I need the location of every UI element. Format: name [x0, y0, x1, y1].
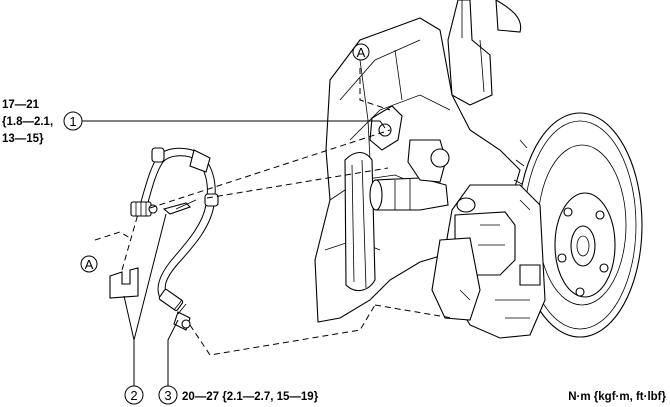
- view-marker-lower: A: [80, 255, 98, 273]
- torque-spec-1: 17—21 {1.8—2.1, 13—15}: [2, 99, 53, 145]
- installation-dashed-lines: [94, 68, 453, 356]
- torque-spec-1-line1: 17—21: [2, 99, 40, 111]
- svg-text:2: 2: [130, 388, 137, 403]
- torque-units: N·m {kgf·m, ft·lbf}: [568, 391, 666, 403]
- torque-spec-1-line3: 13—15}: [2, 133, 44, 145]
- hose-sleeve-upper: [151, 147, 165, 163]
- hose-grommet: [189, 149, 211, 173]
- brake-caliper: [431, 184, 546, 339]
- svg-text:1: 1: [69, 114, 76, 129]
- torque-spec-3: 20—27 {2.1—2.7, 15—19}: [182, 391, 319, 403]
- hose-upper-fitting: [130, 201, 158, 217]
- callout-3: 3: [158, 319, 179, 405]
- view-marker-upper: A: [352, 43, 370, 61]
- brake-hose-clip: [109, 199, 197, 299]
- hose-lower-fitting: [158, 289, 191, 331]
- brake-hose: [130, 147, 219, 331]
- svg-text:3: 3: [164, 388, 171, 403]
- wheel-studs: [557, 207, 609, 297]
- svg-text:A: A: [85, 257, 94, 272]
- callout-1: 1: [63, 111, 386, 131]
- torque-spec-1-line2: {1.8—2.1,: [2, 116, 53, 128]
- svg-text:A: A: [357, 45, 366, 60]
- callout-2: 2: [123, 213, 167, 405]
